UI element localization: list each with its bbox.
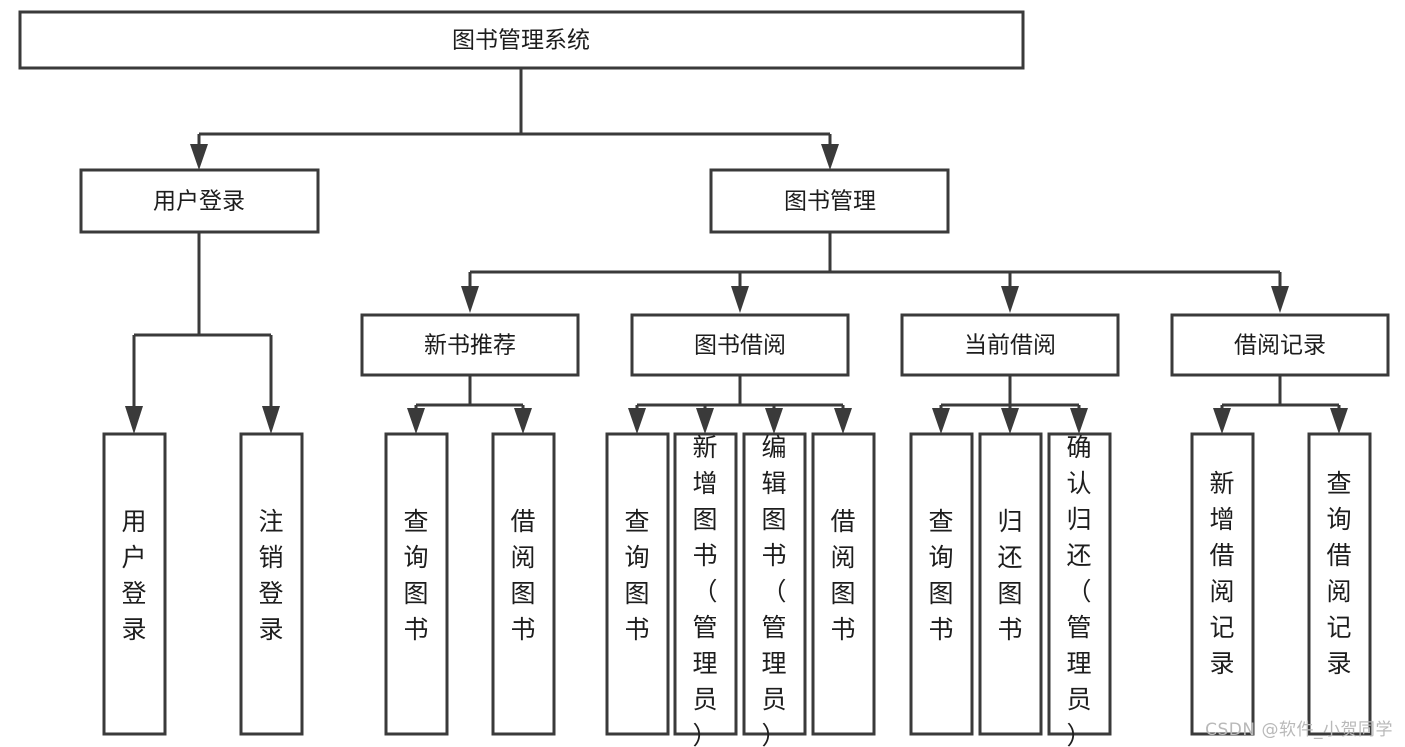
node-leaf-query-record-label: 查询借阅记录 [1326, 469, 1351, 678]
node-root-box [18, 10, 1025, 70]
node-new-book-recommend-label: 新书推荐 [424, 333, 516, 359]
arrow-user-login-leaf-1-icon [125, 406, 143, 434]
arrow-root-to-user-login-icon [190, 144, 208, 170]
node-book-borrow[interactable]: 图书借阅 [630, 313, 850, 377]
node-leaf-confirm-return[interactable]: 确认归还（管理员） [1047, 432, 1112, 747]
arrow-bb-leaf-4-icon [834, 408, 852, 434]
arrow-user-login-leaf-2-icon [262, 406, 280, 434]
node-leaf-edit-book-box [742, 432, 807, 736]
node-leaf-borrow-book-2-label: 借阅图书 [830, 507, 855, 644]
node-leaf-edit-book-label: 编辑图书（管理员） [761, 433, 786, 747]
node-leaf-borrow-book-2[interactable]: 借阅图书 [811, 432, 876, 736]
node-user-login[interactable]: 用户登录 [79, 168, 320, 234]
arrow-bm-to-new-book-recommend-icon [461, 286, 479, 313]
node-leaf-borrow-book-1-box [491, 432, 556, 736]
arrow-bm-to-borrow-record-icon [1271, 286, 1289, 313]
node-current-borrow[interactable]: 当前借阅 [900, 313, 1120, 377]
node-current-borrow-label: 当前借阅 [964, 333, 1056, 359]
node-current-borrow-box [900, 313, 1120, 377]
node-leaf-user-logout-label: 注销登录 [258, 507, 283, 644]
arrow-bb-leaf-1-icon [628, 408, 646, 434]
node-root-label: 图书管理系统 [452, 28, 590, 54]
node-leaf-add-book-box [673, 432, 738, 736]
arrow-nbr-leaf-1-icon [407, 408, 425, 434]
node-book-manage-box [709, 168, 950, 234]
node-leaf-add-book-label: 新增图书（管理员） [692, 433, 717, 747]
node-leaf-borrow-book-2-box [811, 432, 876, 736]
node-new-book-recommend-box [360, 313, 580, 377]
arrow-nbr-leaf-2-icon [514, 408, 532, 434]
edges-layer [125, 68, 1348, 434]
arrow-bm-to-current-borrow-icon [1001, 286, 1019, 313]
node-leaf-return-book-box [978, 432, 1043, 736]
node-leaf-return-book[interactable]: 归还图书 [978, 432, 1043, 736]
arrow-br-leaf-2-icon [1330, 408, 1348, 434]
arrow-bm-to-book-borrow-icon [731, 286, 749, 313]
arrow-cb-leaf-2-icon [1001, 408, 1019, 434]
node-leaf-add-book[interactable]: 新增图书（管理员） [673, 432, 738, 747]
node-leaf-user-logout-box [239, 432, 304, 736]
node-leaf-query-book-1[interactable]: 查询图书 [384, 432, 449, 736]
node-leaf-borrow-book-1-label: 借阅图书 [510, 507, 535, 644]
node-user-login-box [79, 168, 320, 234]
node-leaf-query-book-3-box [909, 432, 974, 736]
node-leaf-borrow-book-1[interactable]: 借阅图书 [491, 432, 556, 736]
node-leaf-confirm-return-box [1047, 432, 1112, 736]
node-leaf-user-logout[interactable]: 注销登录 [239, 432, 304, 736]
node-book-manage[interactable]: 图书管理 [709, 168, 950, 234]
node-leaf-query-book-1-box [384, 432, 449, 736]
node-leaf-user-login-box [102, 432, 167, 736]
node-borrow-record[interactable]: 借阅记录 [1170, 313, 1390, 377]
node-root[interactable]: 图书管理系统 [18, 10, 1025, 70]
node-leaf-query-record[interactable]: 查询借阅记录 [1307, 432, 1372, 736]
arrow-br-leaf-1-icon [1213, 408, 1231, 434]
node-leaf-query-book-1-label: 查询图书 [403, 507, 428, 644]
node-leaf-add-record[interactable]: 新增借阅记录 [1190, 432, 1255, 736]
node-leaf-user-login[interactable]: 用户登录 [102, 432, 167, 736]
node-borrow-record-box [1170, 313, 1390, 377]
node-leaf-query-book-2-label: 查询图书 [624, 507, 649, 644]
node-book-borrow-label: 图书借阅 [694, 333, 786, 359]
node-leaf-query-book-3[interactable]: 查询图书 [909, 432, 974, 736]
node-leaf-query-book-2[interactable]: 查询图书 [605, 432, 670, 736]
node-user-login-label: 用户登录 [153, 189, 245, 215]
arrow-cb-leaf-1-icon [932, 408, 950, 434]
node-leaf-query-book-2-box [605, 432, 670, 736]
arrow-bb-leaf-3-icon [765, 408, 783, 434]
node-leaf-edit-book[interactable]: 编辑图书（管理员） [742, 432, 807, 747]
node-leaf-query-record-box [1307, 432, 1372, 736]
node-leaf-query-book-3-label: 查询图书 [928, 507, 953, 644]
arrow-root-to-book-manage-icon [821, 144, 839, 170]
node-book-borrow-box [630, 313, 850, 377]
arrow-bb-leaf-2-icon [696, 408, 714, 434]
node-leaf-add-record-label: 新增借阅记录 [1209, 469, 1234, 678]
arrow-cb-leaf-3-icon [1070, 408, 1088, 434]
node-new-book-recommend[interactable]: 新书推荐 [360, 313, 580, 377]
node-leaf-add-record-box [1190, 432, 1255, 736]
node-leaf-confirm-return-label: 确认归还（管理员） [1066, 433, 1091, 747]
node-leaf-user-login-label: 用户登录 [121, 507, 146, 644]
node-book-manage-label: 图书管理 [784, 189, 876, 215]
node-leaf-return-book-label: 归还图书 [997, 507, 1022, 644]
node-borrow-record-label: 借阅记录 [1234, 333, 1326, 359]
